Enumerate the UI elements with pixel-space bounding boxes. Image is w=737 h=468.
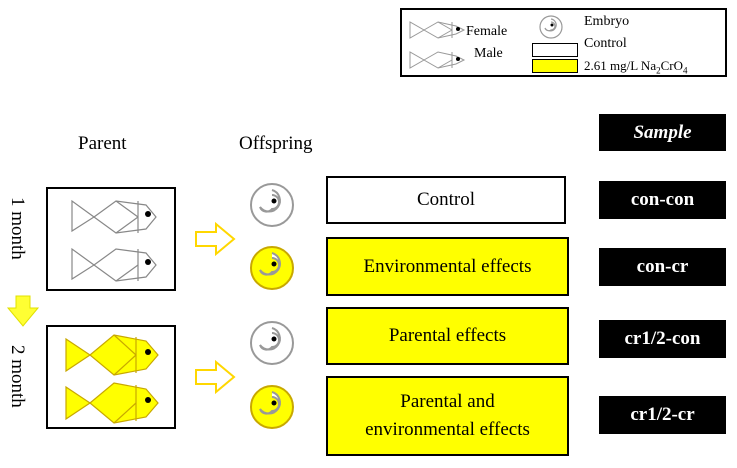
condition-parental-and-environmental-effects: Parental and environmental effects <box>326 376 569 456</box>
embryo-icon <box>539 15 563 39</box>
sample-cr1-2-cr: cr1/2-cr <box>599 396 726 434</box>
parent-box-exposed <box>46 325 176 429</box>
female-fish-icon <box>409 21 466 39</box>
embryo-control-icon <box>250 183 294 227</box>
sample-con-con: con-con <box>599 181 726 219</box>
sample-con-cr: con-cr <box>599 248 726 286</box>
condition-line-2: environmental effects <box>365 419 530 440</box>
parent-box-control <box>46 187 176 291</box>
embryo-control-icon <box>250 321 294 365</box>
condition-parental-effects: Parental effects <box>326 307 569 365</box>
exposed-female-fish-icon <box>65 334 159 376</box>
male-fish-icon <box>409 51 466 69</box>
condition-control: Control <box>326 176 566 224</box>
female-fish-icon <box>71 199 157 234</box>
offspring-header: Offspring <box>239 133 313 154</box>
embryo-exposed-icon <box>250 246 294 290</box>
male-fish-icon <box>71 247 157 282</box>
month-2-label: 2 month <box>7 345 28 408</box>
control-swatch <box>532 43 578 57</box>
parent-header: Parent <box>78 133 127 154</box>
legend-treatment-label: 2.61 mg/L Na2CrO4 <box>584 58 688 76</box>
legend: Female Male Embryo Control 2.61 mg/L Na2… <box>400 8 727 77</box>
sample-cr1-2-con: cr1/2-con <box>599 320 726 358</box>
month-1-label: 1 month <box>7 197 28 260</box>
embryo-exposed-icon <box>250 385 294 429</box>
exposed-male-fish-icon <box>65 382 159 424</box>
right-arrow-icon <box>195 360 236 394</box>
right-arrow-icon <box>195 222 236 256</box>
legend-embryo-label: Embryo <box>584 14 630 29</box>
sample-header: Sample <box>599 114 726 151</box>
legend-control-label: Control <box>584 36 627 51</box>
legend-male-label: Male <box>474 46 503 61</box>
condition-line-1: Parental and <box>400 391 495 412</box>
legend-female-label: Female <box>466 24 508 39</box>
treatment-swatch <box>532 59 578 73</box>
down-arrow-icon <box>6 295 40 327</box>
condition-environmental-effects: Environmental effects <box>326 237 569 296</box>
